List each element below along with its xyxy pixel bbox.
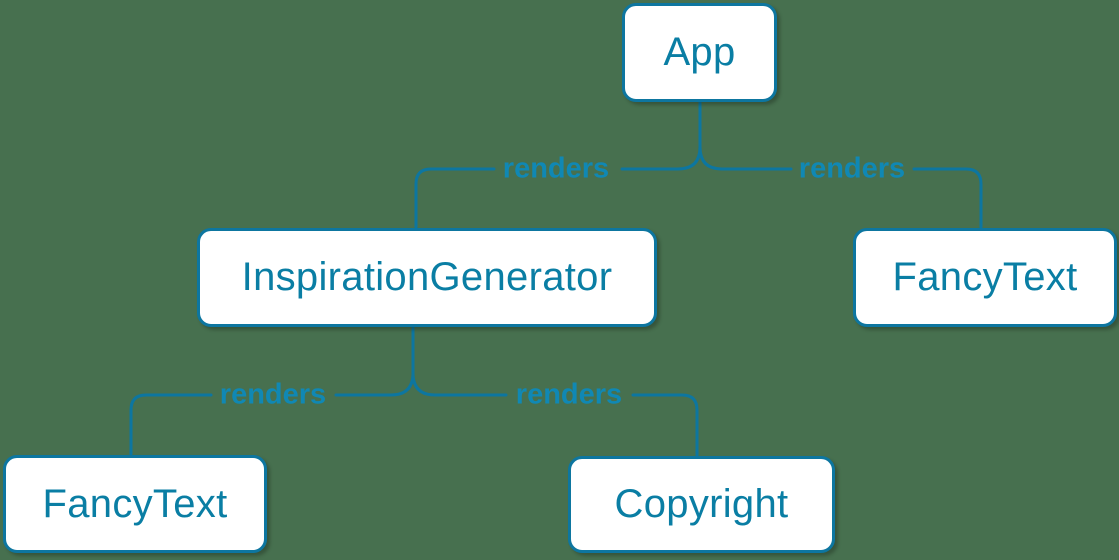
edge-label-app-fancytext: renders <box>798 152 906 185</box>
edge-label-app-inspirationgenerator: renders <box>502 152 610 185</box>
edge-app-to-inspirationgenerator-near <box>620 145 702 171</box>
edge-label-inspirationgenerator-copyright: renders <box>515 378 623 411</box>
node-fancy-text-right: FancyText <box>853 228 1117 327</box>
edge-app-to-fancytext-far <box>912 167 983 229</box>
edge-inspirationgenerator-to-fancytext-near <box>334 371 415 397</box>
node-fancy-text-left: FancyText <box>3 455 267 553</box>
edge-inspirationgenerator-to-copyright-near <box>411 371 508 397</box>
node-app: App <box>622 3 777 102</box>
node-inspiration-generator-label: InspirationGenerator <box>241 255 613 299</box>
edge-app-to-inspirationgenerator-far <box>414 167 496 229</box>
edge-inspirationgenerator-to-copyright-far <box>631 393 699 457</box>
edge-app-to-fancytext-near <box>698 145 793 171</box>
node-copyright: Copyright <box>568 456 835 553</box>
node-app-label: App <box>663 30 736 74</box>
node-fancy-text-left-label: FancyText <box>42 481 228 526</box>
node-copyright-label: Copyright <box>614 482 789 526</box>
node-inspiration-generator: InspirationGenerator <box>197 228 657 327</box>
node-fancy-text-right-label: FancyText <box>892 255 1078 299</box>
edge-label-inspirationgenerator-fancytext: renders <box>219 378 327 411</box>
edge-inspirationgenerator-to-fancytext-far <box>129 393 213 456</box>
